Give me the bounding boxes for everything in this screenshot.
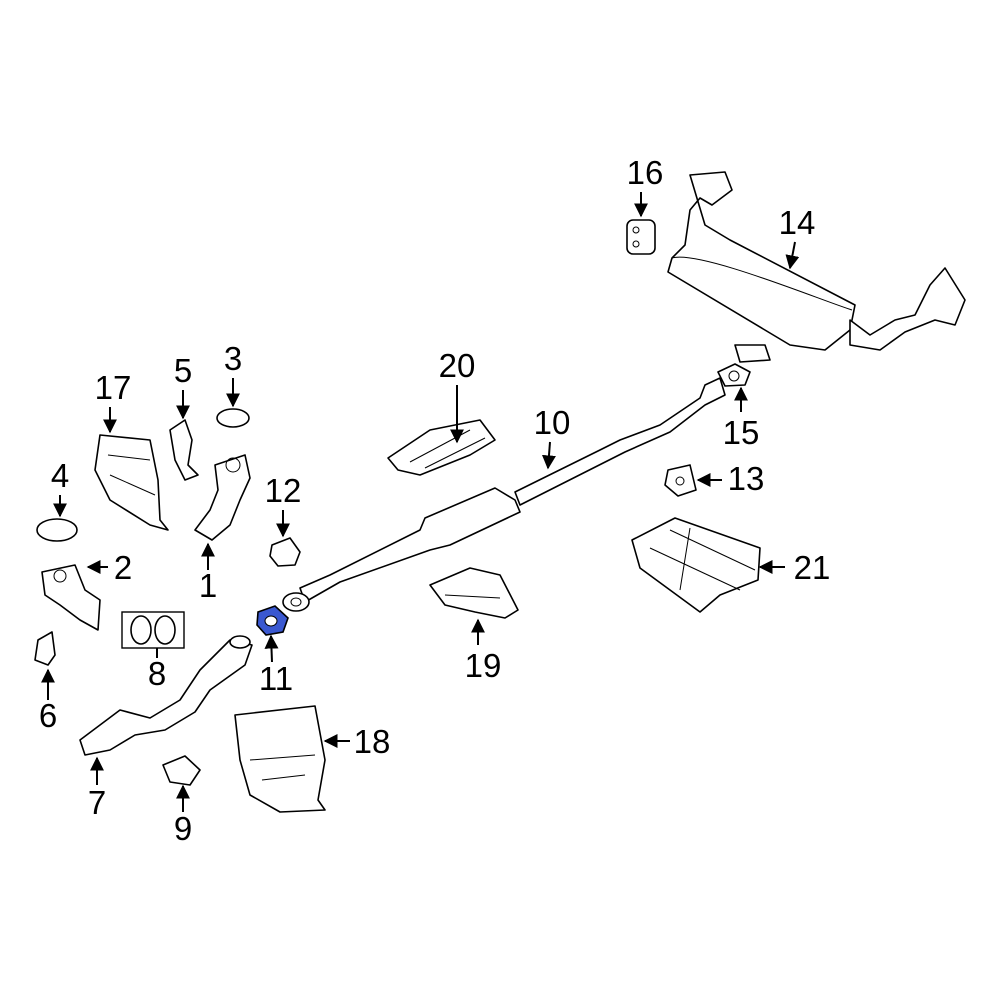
part-16-hanger[interactable] (626, 219, 656, 255)
part-10-center-pipe[interactable] (282, 377, 726, 612)
part-17-heat-shield[interactable] (94, 434, 169, 531)
part-19-heat-shield[interactable] (429, 567, 519, 619)
svg-text:1: 1 (199, 567, 217, 604)
callout-20: 20 (439, 347, 476, 444)
part-15-gasket[interactable] (717, 363, 751, 387)
part-12-hanger[interactable] (269, 537, 301, 567)
svg-text:4: 4 (51, 457, 69, 494)
svg-text:2: 2 (114, 549, 132, 586)
svg-text:10: 10 (534, 404, 571, 441)
callout-16: 16 (627, 154, 664, 218)
callout-10: 10 (534, 404, 571, 470)
part-4-ring[interactable] (36, 518, 78, 542)
callout-15: 15 (723, 386, 760, 451)
callout-3: 3 (224, 340, 242, 408)
part-8-gasket-set[interactable] (121, 611, 185, 649)
callout-7: 7 (88, 756, 106, 821)
callout-19: 19 (465, 618, 502, 684)
svg-text:15: 15 (723, 414, 760, 451)
svg-text:13: 13 (728, 460, 765, 497)
svg-text:21: 21 (794, 549, 831, 586)
part-9-bracket[interactable] (162, 755, 201, 786)
part-18-heat-shield[interactable] (234, 705, 326, 813)
part-13-hanger[interactable] (664, 464, 697, 497)
callout-13: 13 (696, 460, 765, 497)
svg-text:3: 3 (224, 340, 242, 377)
svg-text:14: 14 (779, 204, 816, 241)
callout-4: 4 (51, 457, 69, 518)
svg-text:19: 19 (465, 647, 502, 684)
svg-text:18: 18 (354, 723, 391, 760)
part-1-manifold[interactable] (194, 454, 251, 541)
callout-5: 5 (174, 352, 192, 420)
part-20-heat-shield[interactable] (387, 419, 496, 476)
svg-text:20: 20 (439, 347, 476, 384)
svg-text:6: 6 (39, 697, 57, 734)
svg-text:17: 17 (95, 369, 132, 406)
svg-text:5: 5 (174, 352, 192, 389)
svg-text:8: 8 (148, 655, 166, 692)
callout-18: 18 (323, 723, 391, 760)
callout-8: 8 (148, 648, 166, 692)
part-2-manifold[interactable] (41, 564, 101, 631)
callout-2: 2 (86, 549, 132, 586)
part-5-bracket[interactable] (169, 419, 199, 481)
part-6-bracket[interactable] (34, 631, 56, 666)
callout-17: 17 (95, 369, 132, 434)
callout-1: 1 (199, 542, 217, 604)
svg-text:16: 16 (627, 154, 664, 191)
svg-text:7: 7 (88, 784, 106, 821)
callout-6: 6 (39, 668, 57, 734)
part-7-front-pipe[interactable] (79, 635, 253, 756)
part-21-heat-shield[interactable] (631, 517, 761, 613)
svg-text:11: 11 (259, 660, 293, 697)
svg-text:12: 12 (265, 472, 302, 509)
callout-21: 21 (758, 549, 831, 586)
callout-11: 11 (259, 634, 293, 697)
part-11-gasket[interactable] (256, 605, 289, 636)
svg-text:9: 9 (174, 810, 192, 847)
callout-9: 9 (174, 784, 192, 847)
part-3-ring[interactable] (216, 408, 250, 428)
callout-14: 14 (779, 204, 816, 270)
callout-12: 12 (265, 472, 302, 538)
part-14-muffler[interactable] (667, 171, 966, 363)
